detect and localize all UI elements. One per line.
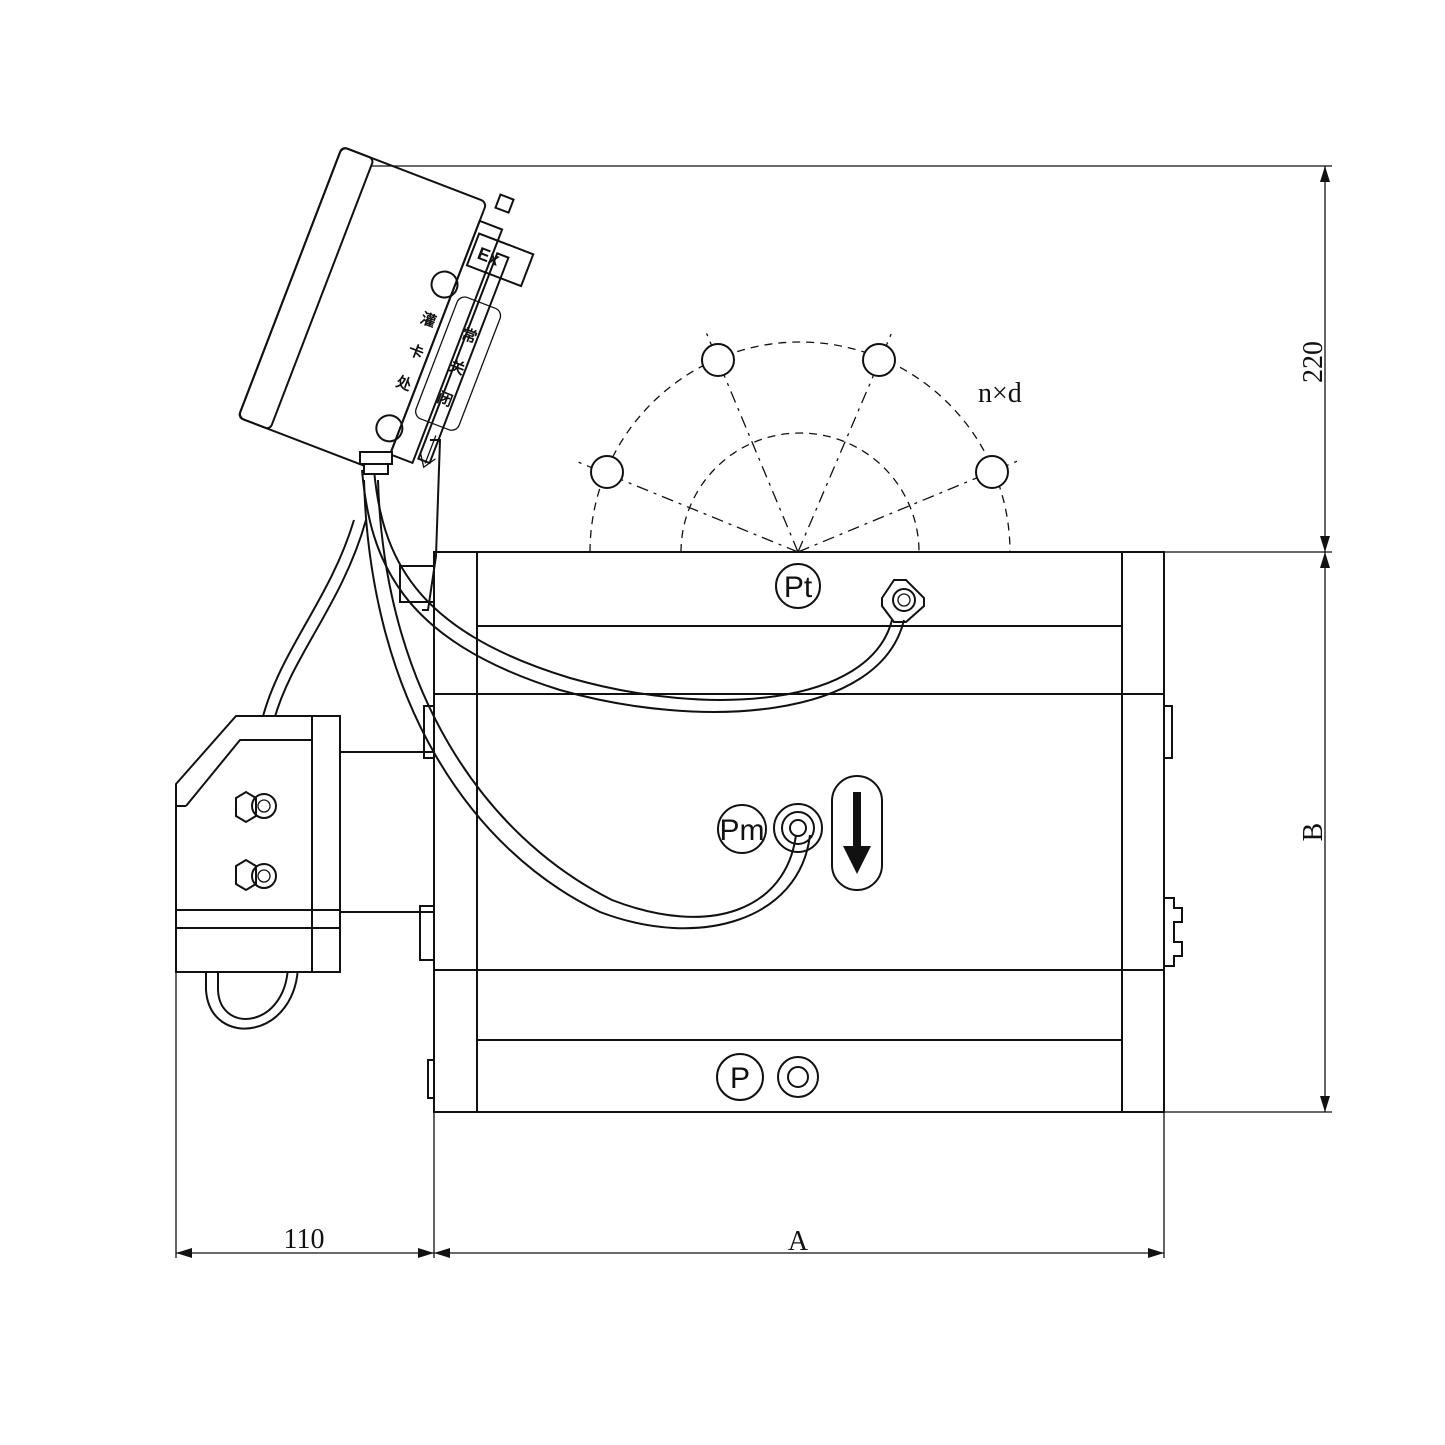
cjk-right-2: 关 (447, 356, 467, 378)
limit-switch-box: Ex 灌 卡 处 常 关 闭 (238, 147, 535, 611)
bolt-hole-3 (590, 455, 624, 489)
port-pm-label: Pm (720, 814, 765, 847)
cjk-right-1: 常 (459, 325, 479, 347)
ex-mark: Ex (475, 243, 503, 270)
flange-holes-label: n×d (978, 378, 1022, 409)
cjk-right-3: 闭 (435, 388, 455, 410)
dim-220: 220 (1298, 341, 1329, 383)
ex-badge (465, 232, 535, 288)
down-arrow-icon (843, 846, 871, 874)
dim-110: 110 (284, 1224, 325, 1255)
cjk-left-3: 处 (393, 372, 415, 395)
tubing (205, 469, 905, 1030)
port-p: P (716, 1053, 819, 1101)
indicator-lamp-2 (375, 414, 404, 443)
dim-b: B (1298, 823, 1329, 842)
actuator-body (399, 551, 1183, 1113)
port-pm: Pm (717, 775, 883, 891)
cjk-left-2: 卡 (406, 341, 426, 363)
bolt-hole-1 (701, 343, 735, 377)
cjk-left-1: 灌 (418, 309, 438, 331)
flange-bolt-pattern: n×d (577, 331, 1022, 553)
flow-direction-indicator (831, 775, 883, 891)
indicator-lamp-1 (430, 270, 459, 299)
port-pt-label: Pt (784, 571, 813, 604)
solenoid-valve-block (175, 715, 435, 973)
dimensions: 220 B 110 A (175, 165, 1332, 1258)
port-p-label: P (730, 1062, 750, 1095)
dim-a: A (788, 1226, 809, 1257)
port-pt: Pt (775, 563, 925, 623)
bolt-hole-2 (862, 343, 896, 377)
bolt-hole-4 (975, 455, 1009, 489)
arrow-down-icon (419, 435, 437, 469)
